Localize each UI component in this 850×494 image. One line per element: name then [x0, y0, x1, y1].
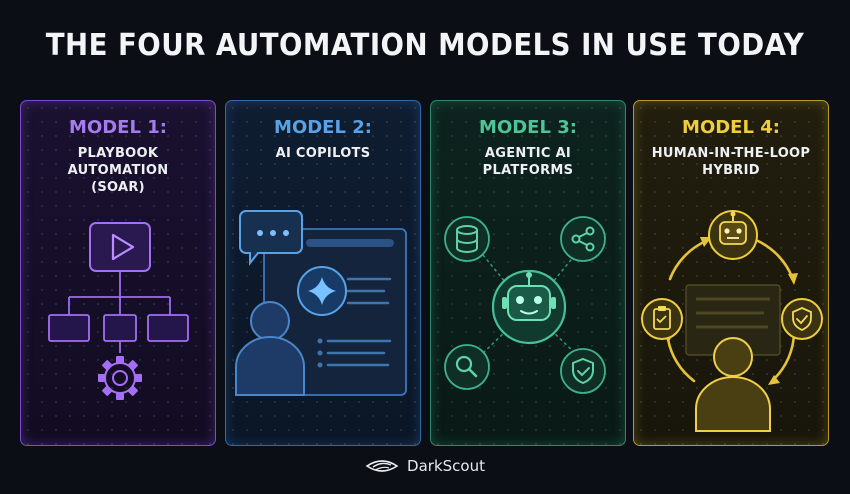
user-avatar-icon — [235, 301, 305, 396]
chat-bubble-icon — [239, 210, 303, 266]
model-name: HUMAN-IN-THE-LOOP HYBRID — [651, 146, 811, 178]
playbook-flow-illustration — [48, 222, 189, 400]
model-label: MODEL 3: — [479, 117, 577, 138]
search-icon — [444, 344, 490, 390]
model-name: AI COPILOTS — [275, 146, 371, 161]
human-loop-illustration — [641, 210, 823, 432]
flow-node-icon — [48, 314, 189, 342]
play-icon — [89, 222, 151, 272]
sparkle-icon — [297, 266, 347, 316]
model-name: AGENTIC AI PLATFORMS — [482, 146, 574, 178]
model-card-playbook-automation: MODEL 1: PLAYBOOK AUTOMATION (SOAR) — [20, 100, 216, 446]
clipboard-check-icon — [641, 298, 683, 340]
darkscout-logo-icon — [365, 460, 399, 472]
copilot-illustration — [235, 210, 407, 396]
model-label: MODEL 2: — [274, 117, 372, 138]
brand-name: DarkScout — [407, 457, 485, 475]
model-card-ai-copilots: MODEL 2: AI COPILOTS — [225, 100, 421, 446]
share-icon — [560, 216, 606, 262]
gear-icon — [98, 356, 142, 400]
document-panel-icon — [685, 284, 781, 356]
user-avatar-icon — [695, 337, 771, 432]
database-icon — [444, 216, 490, 262]
shield-check-icon — [781, 298, 823, 340]
robot-icon — [491, 269, 567, 345]
model-name: PLAYBOOK AUTOMATION (SOAR) — [67, 146, 169, 195]
agentic-network-illustration — [444, 216, 606, 394]
model-card-agentic-ai: MODEL 3: AGENTIC AI PLATFORMS — [430, 100, 626, 446]
robot-icon — [708, 210, 758, 260]
page-title: THE FOUR AUTOMATION MODELS IN USE TODAY — [45, 28, 805, 63]
model-label: MODEL 4: — [682, 117, 780, 138]
model-card-human-in-the-loop: MODEL 4: HUMAN-IN-THE-LOOP HYBRID — [633, 100, 829, 446]
model-label: MODEL 1: — [69, 117, 167, 138]
footer-brand: DarkScout — [0, 457, 850, 475]
shield-check-icon — [560, 348, 606, 394]
